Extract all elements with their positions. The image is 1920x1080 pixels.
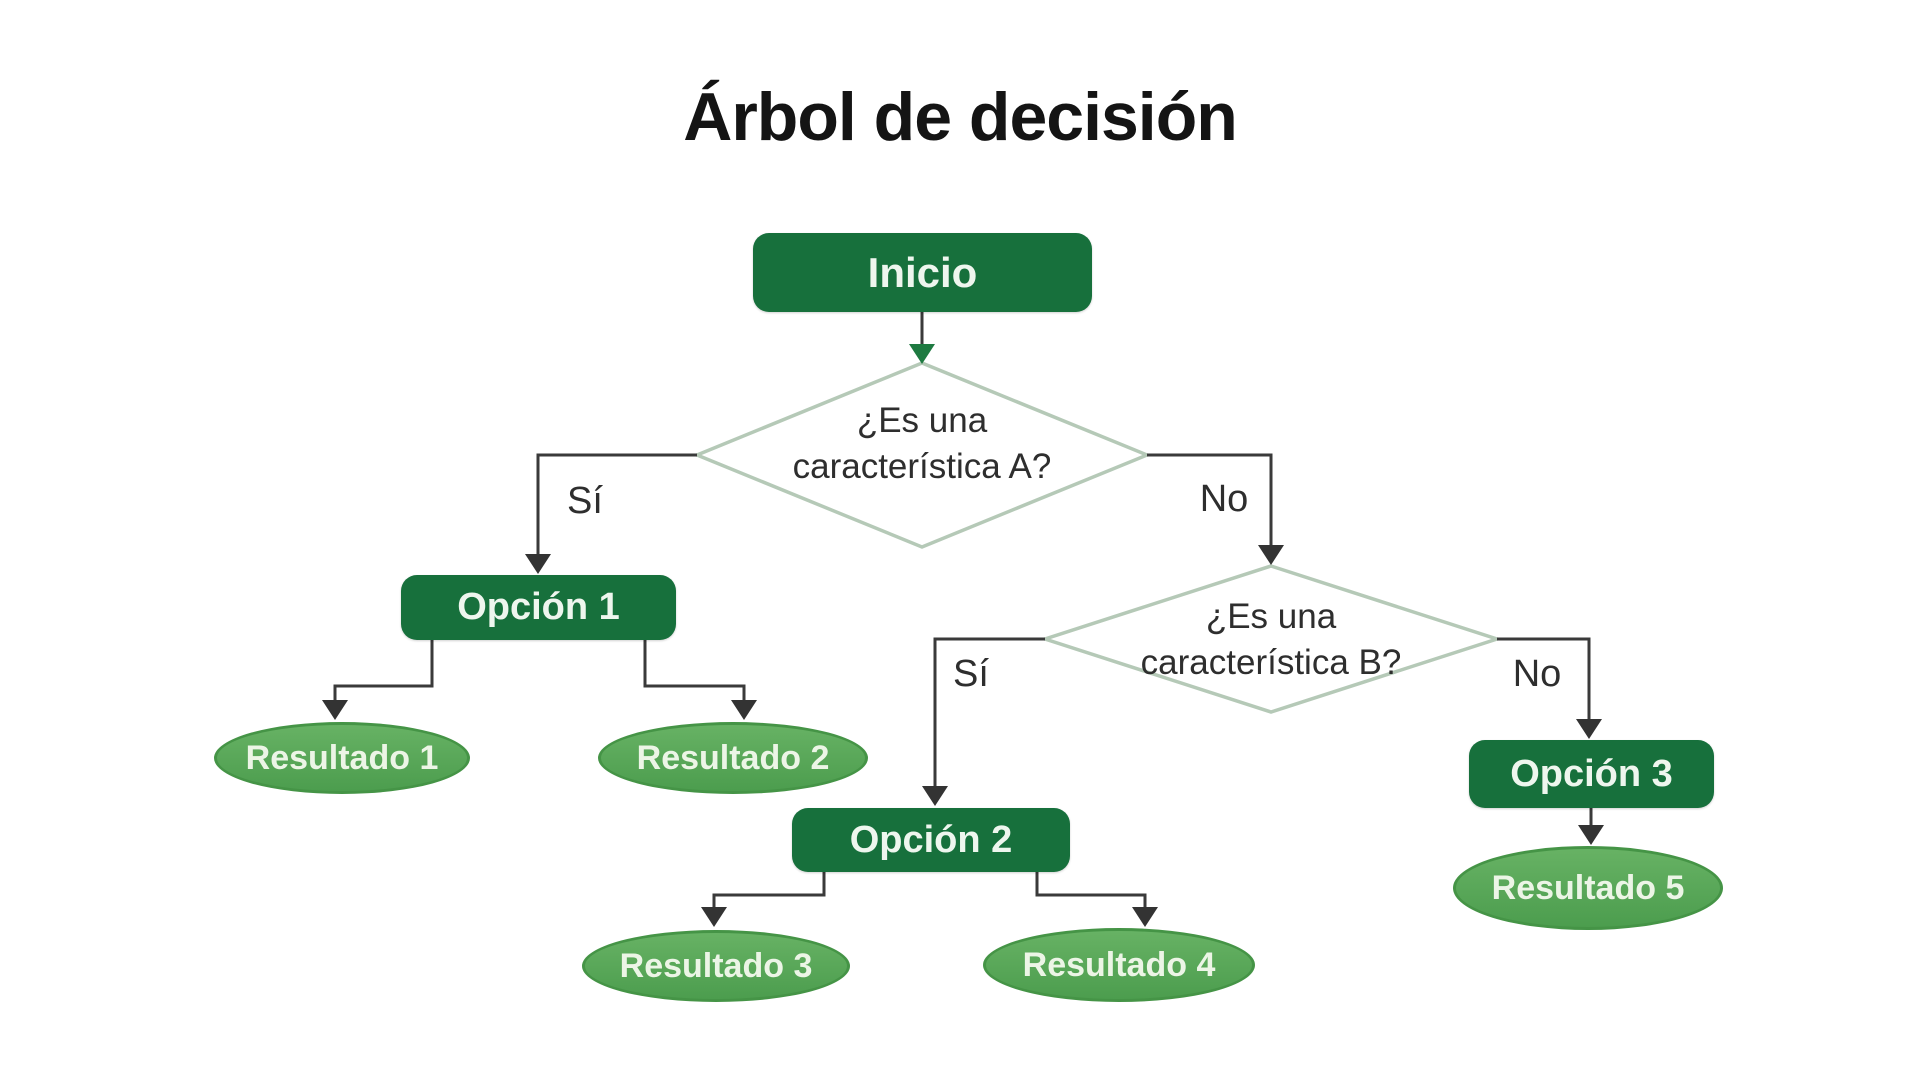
arrowhead — [1132, 907, 1158, 927]
node-resultado-2-label: Resultado 2 — [636, 738, 830, 777]
node-resultado-4-label: Resultado 4 — [1022, 945, 1216, 984]
decision-a-line2: característica A? — [792, 447, 1052, 486]
node-opcion-1-label: Opción 1 — [457, 586, 620, 628]
node-resultado-1-label: Resultado 1 — [245, 738, 439, 777]
arrowhead — [922, 786, 948, 806]
node-opcion-3-label: Opción 3 — [1510, 752, 1673, 795]
node-opcion-2-label: Opción 2 — [849, 818, 1013, 861]
node-resultado-4: Resultado 4 — [983, 928, 1255, 1002]
decision-b-line2: característica B? — [1140, 643, 1402, 682]
edge-label-a-yes: Sí — [567, 480, 603, 522]
node-resultado-5: Resultado 5 — [1453, 846, 1723, 930]
node-inicio-label: Inicio — [867, 248, 978, 296]
edge-label-b-yes: Sí — [953, 653, 989, 695]
decision-a-diamond — [692, 361, 1152, 549]
decision-a-line1: ¿Es una — [856, 401, 988, 440]
node-resultado-3: Resultado 3 — [582, 930, 850, 1002]
node-resultado-2: Resultado 2 — [598, 722, 868, 794]
node-decision-b-label: ¿Es una característica B? — [1021, 594, 1521, 686]
arrowhead — [731, 700, 757, 720]
edge-decision-b-yes — [933, 637, 1045, 788]
decision-b-diamond — [1039, 564, 1503, 714]
node-opcion-2: Opción 2 — [792, 808, 1070, 872]
edge-label-b-no: No — [1512, 653, 1562, 695]
edge-opcion2-to-resultado4 — [1035, 872, 1147, 909]
arrowhead — [1576, 719, 1602, 739]
arrowhead-green — [909, 344, 935, 364]
decision-b-line1: ¿Es una — [1205, 597, 1337, 636]
node-resultado-5-label: Resultado 5 — [1491, 868, 1685, 907]
node-inicio: Inicio — [753, 233, 1092, 312]
edge-label-a-no: No — [1199, 478, 1249, 520]
arrowhead — [1578, 825, 1604, 845]
arrowhead — [701, 907, 727, 927]
node-resultado-1: Resultado 1 — [214, 722, 470, 794]
edge-opcion1-to-resultado1 — [333, 640, 434, 702]
edge-decision-b-no — [1497, 637, 1591, 721]
arrowhead — [322, 700, 348, 720]
page-title: Árbol de decisión — [683, 79, 1238, 155]
edge-opcion2-to-resultado3 — [712, 872, 826, 909]
edge-decision-a-no — [1147, 453, 1273, 547]
arrowhead — [1258, 545, 1284, 565]
node-decision-a-label: ¿Es una característica A? — [672, 398, 1172, 490]
node-opcion-1: Opción 1 — [401, 575, 676, 640]
node-resultado-3-label: Resultado 3 — [619, 946, 813, 985]
node-opcion-3: Opción 3 — [1469, 740, 1714, 808]
edge-decision-a-yes — [536, 453, 697, 556]
arrowhead — [525, 554, 551, 574]
edge-opcion1-to-resultado2 — [643, 640, 746, 702]
